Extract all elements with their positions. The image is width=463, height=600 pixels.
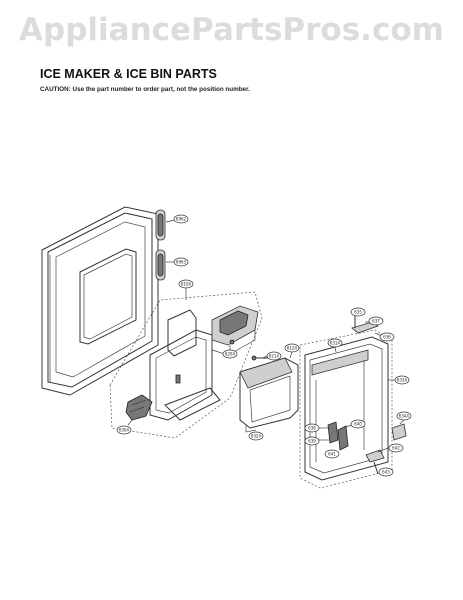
callout-637: 637 [368,316,384,326]
ice-maker-bracket [149,309,221,421]
svg-text:638: 638 [308,426,316,431]
svg-text:632A: 632A [251,434,262,439]
svg-text:612A: 612A [287,346,298,351]
callout-641: 641 [324,449,340,459]
door-liner-frame [41,206,159,396]
svg-text:641: 641 [328,452,336,457]
svg-text:6963: 6963 [176,260,187,265]
callout-643: 643 [378,467,394,477]
svg-text:630A: 630A [119,428,130,433]
svg-text:610A: 610A [181,282,192,287]
hinge-cap-upper [155,209,166,241]
auger-part [125,394,153,421]
bin-door-assembly-outline [299,329,393,489]
callout-636: 636 [379,332,395,342]
svg-text:620A: 620A [225,352,236,357]
caution-note: CAUTION: Use the part number to order pa… [40,86,250,93]
ice-bin [239,357,299,433]
svg-text:635: 635 [354,310,362,315]
svg-text:643: 643 [382,470,390,475]
ice-maker-unit [211,305,259,356]
watermark-text: AppliancePartsPros.com [19,12,444,48]
svg-text:637: 637 [372,319,380,324]
callout-612a: 612A [284,343,300,353]
ice-bin-door [304,336,389,481]
callout-621a: 621A [266,351,282,361]
svg-text:636: 636 [383,335,391,340]
door-hinge-top [351,315,379,334]
door-hinge-bottom [365,449,385,475]
callout-642: 642 [388,443,404,453]
callout-639: 639 [304,436,320,446]
callout-634a: 634A [396,411,412,421]
callout-631a: 631A [327,338,343,348]
callout-633a: 633A [394,375,410,385]
hinge-cap-lower [155,249,166,281]
callout-635: 635 [350,307,366,317]
callout-6962: 6962 [173,214,189,224]
svg-text:642: 642 [392,446,400,451]
door-latch [391,423,407,441]
callout-640: 640 [350,419,366,429]
svg-text:639: 639 [308,439,316,444]
callout-632a: 632A [248,431,264,441]
svg-text:633A: 633A [397,378,408,383]
callout-610a: 610A [178,279,194,289]
callout-638: 638 [304,423,320,433]
page-title: ICE MAKER & ICE BIN PARTS [40,67,217,81]
callout-620a: 620A [222,349,238,359]
callout-6963: 6963 [173,257,189,267]
svg-text:640: 640 [354,422,362,427]
svg-text:621A: 621A [269,354,280,359]
svg-text:6962: 6962 [176,217,187,222]
svg-text:631A: 631A [330,341,341,346]
svg-text:634A: 634A [399,414,410,419]
callout-630a: 630A [116,425,132,435]
